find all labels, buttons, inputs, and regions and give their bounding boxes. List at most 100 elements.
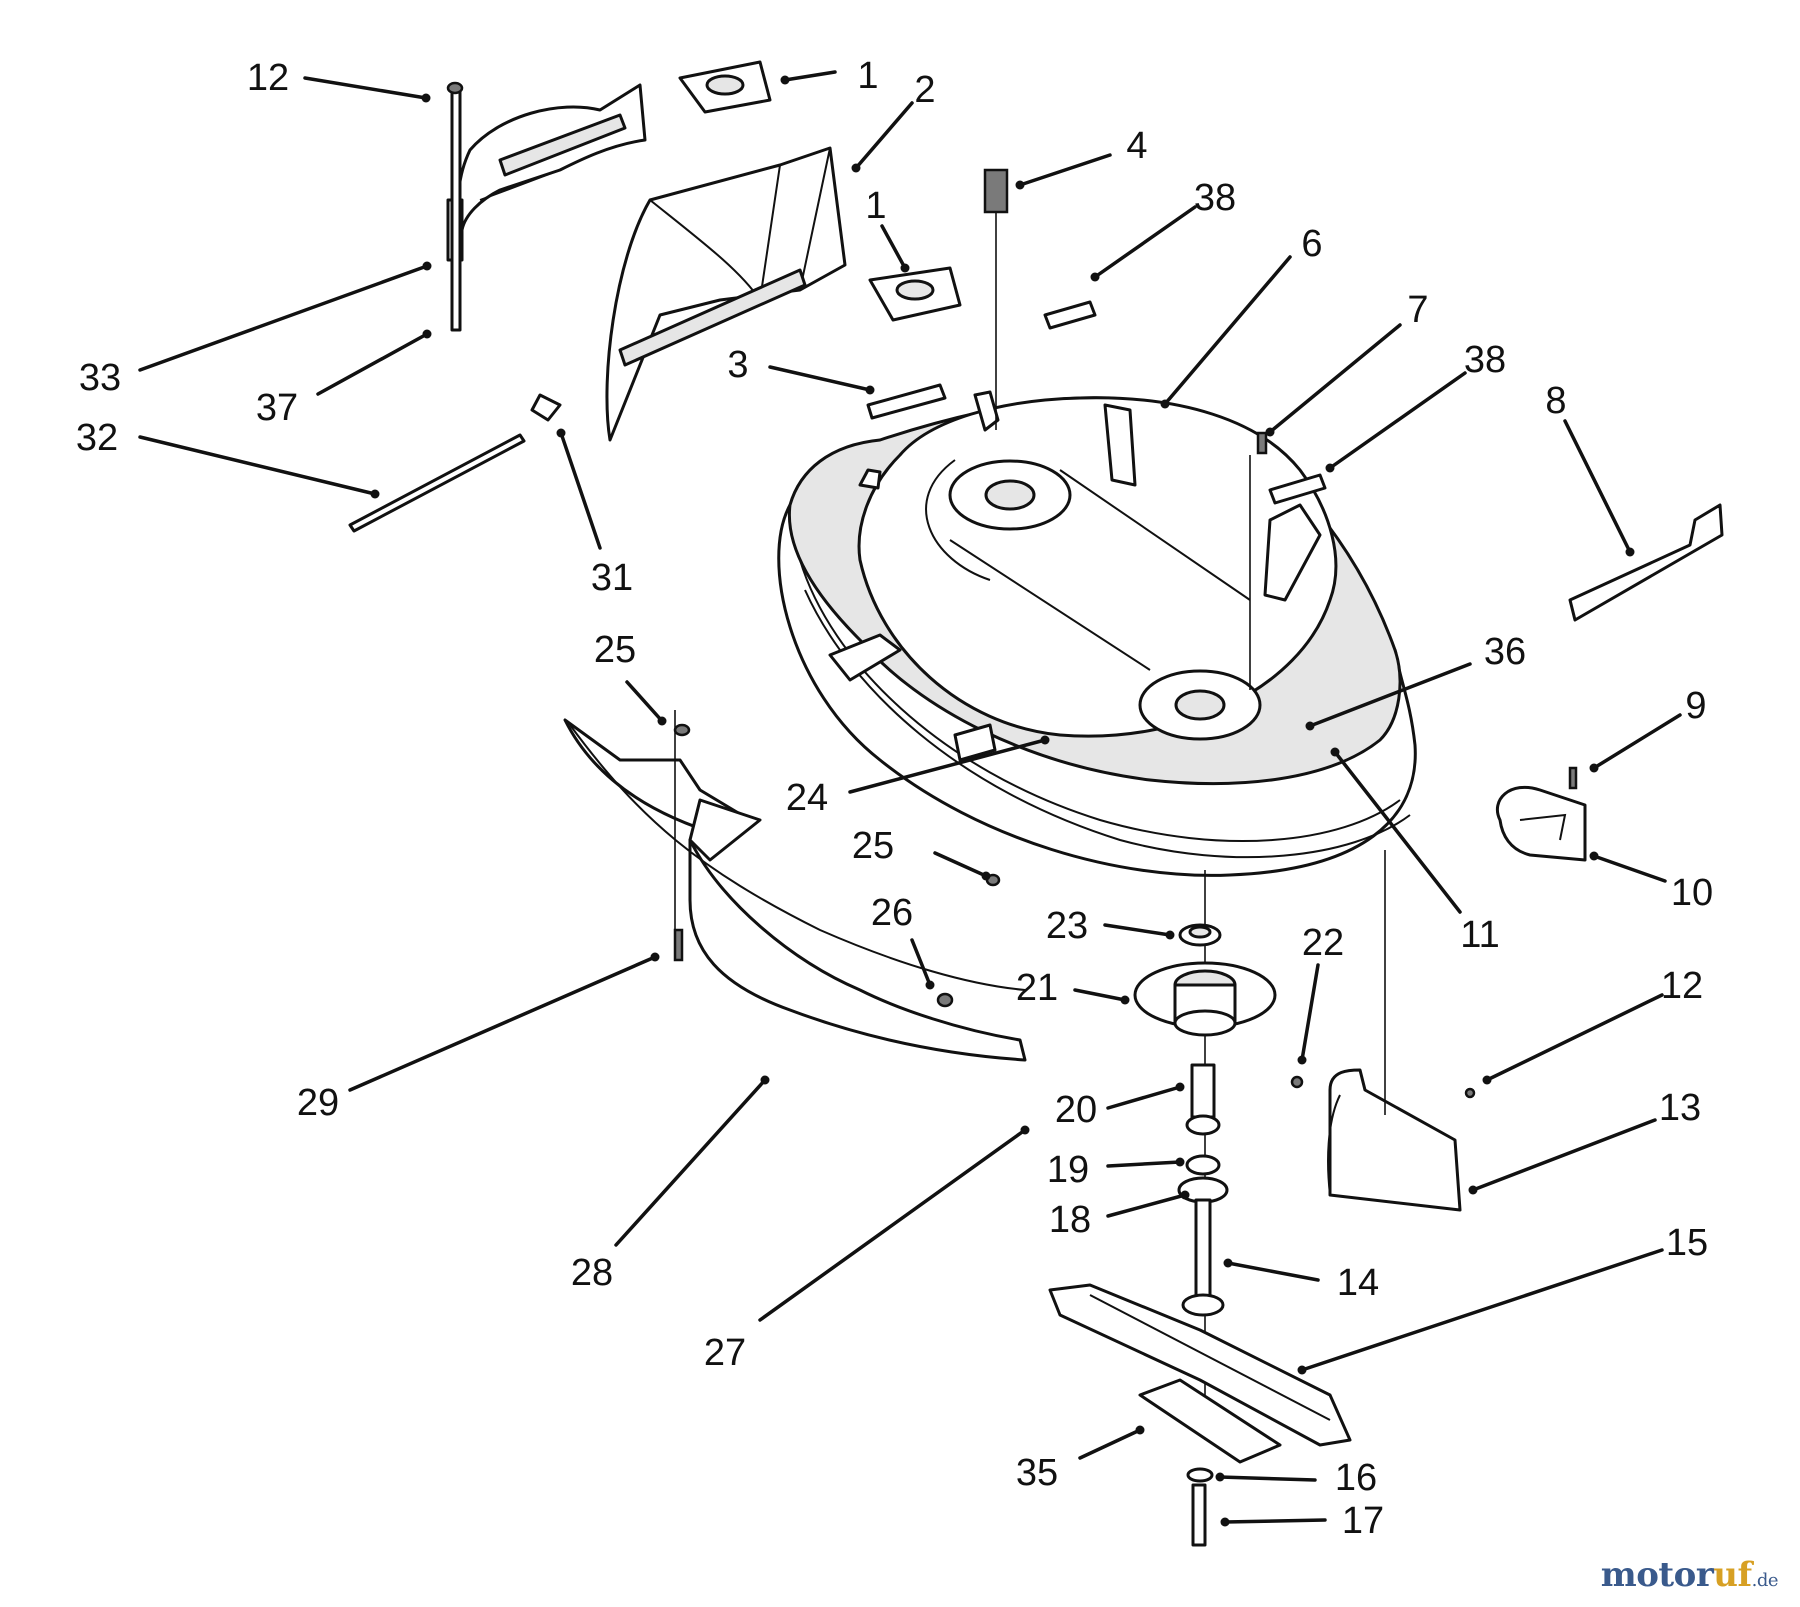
callout-number: 25 bbox=[594, 629, 636, 671]
callout-number: 25 bbox=[852, 825, 894, 867]
callout-leader-line bbox=[1268, 323, 1402, 434]
callout-leader-dot bbox=[657, 716, 667, 726]
callout-leader-line bbox=[1300, 1248, 1664, 1372]
callout-leader-line bbox=[614, 1078, 767, 1247]
callout-28: 28 bbox=[571, 1075, 770, 1294]
callout-leader-dot bbox=[1325, 463, 1335, 473]
callout-leader-line bbox=[768, 365, 872, 392]
callout-number: 37 bbox=[256, 387, 298, 429]
callout-number: 26 bbox=[871, 892, 913, 934]
callout-leader-dot bbox=[370, 489, 380, 499]
callout-leader-line bbox=[1106, 1160, 1182, 1168]
callout-leader-dot bbox=[1215, 1472, 1225, 1482]
callout-number: 22 bbox=[1302, 922, 1344, 964]
callout-number: 16 bbox=[1335, 1457, 1377, 1499]
watermark-logo: motoruf.de bbox=[1600, 1555, 1779, 1595]
callout-leader-dot bbox=[422, 329, 432, 339]
spindle-assembly bbox=[1133, 870, 1277, 1440]
callout-number: 11 bbox=[1460, 914, 1499, 956]
callout-14: 14 bbox=[1223, 1258, 1379, 1304]
callout-number: 38 bbox=[1194, 177, 1236, 219]
callout-leader-line bbox=[138, 264, 429, 372]
callout-leader-line bbox=[625, 680, 664, 723]
callout-number: 13 bbox=[1659, 1087, 1701, 1129]
callout-leader-line bbox=[783, 70, 837, 82]
decals bbox=[678, 60, 1724, 690]
callout-12: 12 bbox=[1482, 965, 1703, 1085]
callout-leader-dot bbox=[1175, 1082, 1185, 1092]
callout-leader-line bbox=[848, 738, 1047, 794]
callout-35: 35 bbox=[1016, 1425, 1145, 1494]
callout-number: 28 bbox=[571, 1252, 613, 1294]
callout-leader-dot bbox=[1180, 1190, 1190, 1200]
callout-leader-dot bbox=[851, 163, 861, 173]
callout-leader-dot bbox=[1120, 995, 1130, 1005]
callout-leader-dot bbox=[1040, 735, 1050, 745]
callout-leader-dot bbox=[1015, 180, 1025, 190]
callout-number: 24 bbox=[786, 777, 828, 819]
parts-artwork bbox=[348, 60, 1724, 1547]
callout-10: 10 bbox=[1589, 851, 1713, 914]
callout-leader-dot bbox=[422, 261, 432, 271]
callout-leader-line bbox=[1592, 854, 1667, 883]
callout-leader-dot bbox=[1020, 1125, 1030, 1135]
callout-leader-dot bbox=[1305, 721, 1315, 731]
callout-number: 32 bbox=[76, 417, 118, 459]
callout-leader-dot bbox=[1297, 1365, 1307, 1375]
callout-11: 11 bbox=[1330, 747, 1500, 956]
callout-leader-line bbox=[1106, 1085, 1182, 1110]
callout-38: 38 bbox=[1325, 339, 1506, 473]
callout-number: 4 bbox=[1126, 125, 1147, 167]
watermark-main: motor bbox=[1600, 1555, 1714, 1595]
callout-leader-dot bbox=[900, 263, 910, 273]
callout-22: 22 bbox=[1297, 922, 1344, 1065]
callout-number: 17 bbox=[1342, 1500, 1384, 1542]
callout-leader-dot bbox=[421, 93, 431, 103]
callout-leader-line bbox=[1333, 750, 1462, 914]
callout-number: 1 bbox=[857, 55, 878, 97]
callout-number: 9 bbox=[1685, 685, 1706, 727]
callout-leader-line bbox=[1163, 255, 1292, 406]
callout-1: 1 bbox=[780, 55, 879, 97]
callout-number: 6 bbox=[1301, 223, 1322, 265]
callout-12: 12 bbox=[247, 57, 431, 103]
callout-leader-line bbox=[1563, 419, 1632, 554]
callout-leader-dot bbox=[1165, 930, 1175, 940]
callout-leader-line bbox=[854, 101, 914, 170]
callout-29: 29 bbox=[297, 952, 660, 1124]
callout-leader-dot bbox=[1330, 747, 1340, 757]
baffle-front bbox=[563, 710, 1027, 1062]
callout-17: 17 bbox=[1220, 1500, 1384, 1542]
callout-number: 8 bbox=[1545, 380, 1566, 422]
callout-leader-dot bbox=[1223, 1258, 1233, 1268]
callout-leader-dot bbox=[1265, 427, 1275, 437]
callout-18: 18 bbox=[1049, 1190, 1190, 1241]
blade-assembly bbox=[1048, 1283, 1352, 1547]
callout-leader-line bbox=[138, 435, 377, 496]
callout-leader-dot bbox=[925, 980, 935, 990]
callout-leader-line bbox=[1218, 1475, 1317, 1482]
callout-number: 33 bbox=[79, 357, 121, 399]
callout-21: 21 bbox=[1016, 967, 1130, 1009]
callout-number: 36 bbox=[1484, 631, 1526, 673]
callout-number: 3 bbox=[727, 344, 748, 386]
callout-26: 26 bbox=[871, 892, 935, 990]
callout-leader-line bbox=[1078, 1428, 1142, 1460]
callout-number: 14 bbox=[1337, 1262, 1379, 1304]
callout-leader-line bbox=[1103, 923, 1172, 937]
callout-15: 15 bbox=[1297, 1222, 1708, 1375]
callout-leader-line bbox=[1106, 1193, 1187, 1218]
callout-2: 2 bbox=[851, 69, 936, 173]
callout-leader-line bbox=[1471, 1118, 1657, 1192]
callout-leader-line bbox=[1328, 371, 1467, 470]
callout-number: 19 bbox=[1047, 1149, 1089, 1191]
callout-leader-line bbox=[910, 938, 932, 987]
callout-number: 21 bbox=[1016, 967, 1058, 1009]
callout-leader-dot bbox=[1625, 547, 1635, 557]
callout-number: 12 bbox=[247, 57, 289, 99]
callout-number: 7 bbox=[1407, 289, 1428, 331]
callout-leader-line bbox=[1223, 1518, 1327, 1524]
callout-leader-dot bbox=[1482, 1075, 1492, 1085]
callout-leader-dot bbox=[760, 1075, 770, 1085]
